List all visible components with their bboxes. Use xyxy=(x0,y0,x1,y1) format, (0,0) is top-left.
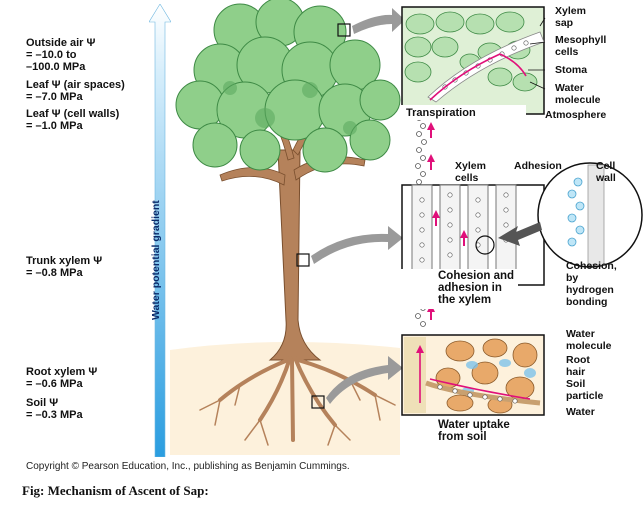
locator-box-trunk xyxy=(296,253,310,267)
soil-particle-label: Soil particle xyxy=(566,378,604,402)
root-hair-label: Root hair xyxy=(566,354,590,378)
leaf-cell-walls-label: Leaf Ψ (cell walls) = –1.0 MPa xyxy=(26,108,120,132)
cohesion-label: Cohesion, by hydrogen bonding xyxy=(566,260,617,308)
cohesion-panel xyxy=(400,162,643,309)
pointer-arrows xyxy=(311,8,405,404)
xylem-cells-label: Xylem cells xyxy=(455,160,486,184)
cell-wall-label: Cell wall xyxy=(596,160,616,184)
adhesion-label: Adhesion xyxy=(514,160,562,172)
soil-label: Soil Ψ = –0.3 MPa xyxy=(26,397,83,421)
atmosphere-label: Atmosphere xyxy=(545,109,607,121)
transpiration-panel: Transpiration xyxy=(400,6,546,120)
water-label: Water xyxy=(566,406,595,418)
leaf-air-spaces-label: Leaf Ψ (air spaces) = –7.0 MPa xyxy=(26,79,125,103)
water-potential-gradient-arrow xyxy=(149,4,171,457)
mesophyll-cells-label: Mesophyll cells xyxy=(555,34,607,58)
root-xylem-label: Root xylem Ψ = –0.6 MPa xyxy=(26,366,98,390)
figure-caption: Fig: Mechanism of Ascent of Sap: xyxy=(22,483,209,498)
transpiration-title: Transpiration xyxy=(406,107,476,119)
uptake-panel xyxy=(401,334,545,416)
xylem-sap-label: Xylem sap xyxy=(555,5,586,29)
uptake-title: Water uptake from soil xyxy=(438,419,510,443)
locator-box-leaf xyxy=(337,23,351,37)
trunk xyxy=(268,149,322,361)
stoma-label: Stoma xyxy=(555,64,588,76)
locator-box-root xyxy=(311,395,325,409)
water-molecule-label-bottom: Water molecule xyxy=(566,328,612,352)
roots xyxy=(218,356,377,442)
tree-canopy xyxy=(175,0,401,173)
soil-area xyxy=(170,341,400,455)
cohesion-title: Cohesion and adhesion in the xylem xyxy=(438,270,515,306)
trunk-xylem-label: Trunk xylem Ψ = –0.8 MPa xyxy=(26,255,103,279)
water-molecule-label-top: Water molecule xyxy=(555,82,601,106)
copyright-text: Copyright © Pearson Education, Inc., pub… xyxy=(26,461,350,472)
outside-air-label: Outside air Ψ = –10.0 to –100.0 MPa xyxy=(26,37,96,73)
tree-illustration xyxy=(170,0,405,455)
